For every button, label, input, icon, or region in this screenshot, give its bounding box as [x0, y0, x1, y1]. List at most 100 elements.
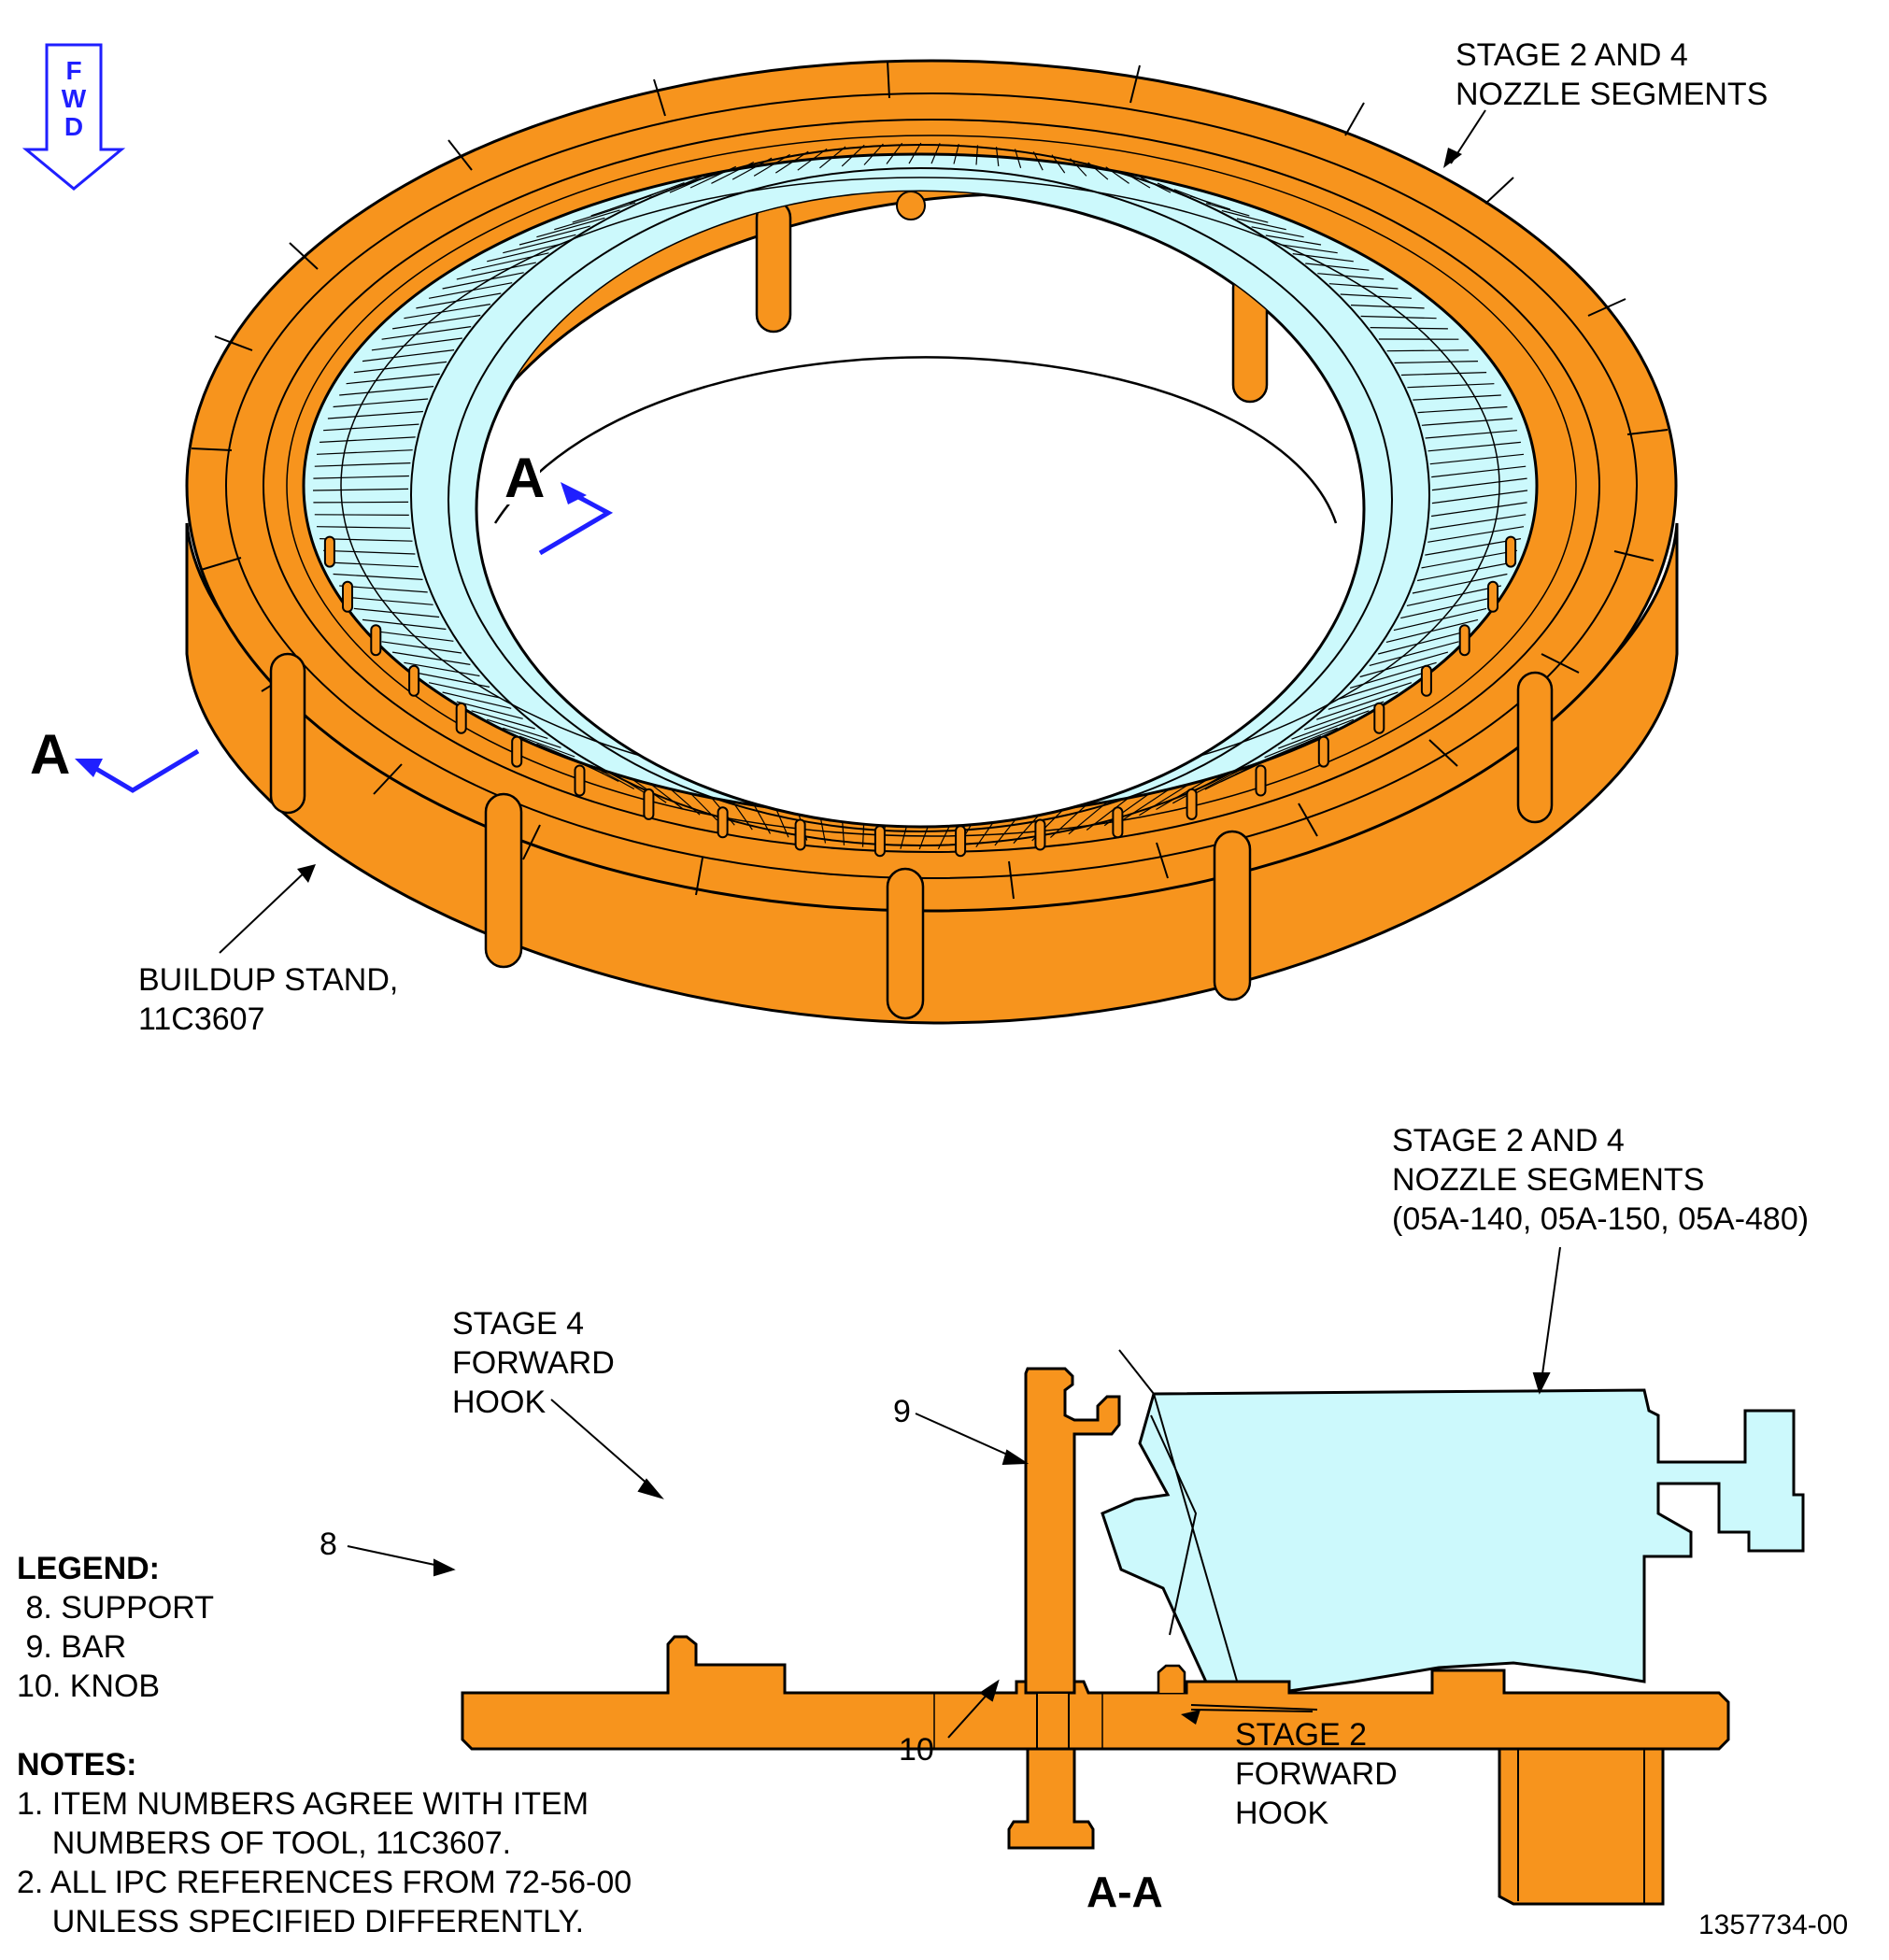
nozzle-vane-line [1413, 394, 1501, 401]
nozzle-vane-line [1278, 718, 1355, 749]
callout-stage2-hook-line1: STAGE 2 [1235, 1717, 1368, 1753]
nozzle-vane-line [518, 225, 590, 246]
callout-nozzle-section-line3: (05A-140, 05A-150, 05A-480) [1392, 1201, 1810, 1237]
leader-buildup-stand [219, 868, 309, 954]
nozzle-vane-line [1417, 405, 1508, 414]
nozzle-vane-line [1431, 502, 1527, 518]
stand-pin [1186, 788, 1198, 820]
nozzle-vane-line [471, 252, 549, 271]
nozzle-vane-line [819, 146, 846, 169]
nozzle-vane-line [572, 202, 636, 223]
stand-pin [511, 735, 523, 768]
nozzle-vane-line [327, 410, 423, 419]
stand-pin [955, 825, 967, 858]
callout-nozzle-section-line1: STAGE 2 AND 4 [1392, 1123, 1625, 1158]
nozzle-vane-line [1014, 149, 1022, 168]
nozzle-vane-line [1370, 327, 1448, 330]
nozzle-vane-line [1304, 701, 1385, 731]
section-a-label-left: A [30, 723, 71, 786]
nozzle-vane-line [404, 661, 480, 677]
nozzle-vane-line [648, 782, 684, 810]
nozzle-vane-line [327, 561, 419, 568]
nozzle-vane-line [416, 292, 502, 309]
nozzle-vane-line [1425, 430, 1517, 439]
callout-item-9: 9 [893, 1394, 911, 1429]
nozzle-vane-line [554, 209, 620, 231]
legend-item-9: 9. BAR [17, 1629, 127, 1665]
legend-title: LEGEND: [17, 1551, 160, 1586]
section-a-arrow-left [90, 748, 200, 793]
figure-id: 1357734-00 [1698, 1910, 1849, 1940]
nozzle-vane-line [1349, 661, 1437, 689]
nozzle-vane-line [1425, 538, 1522, 556]
nozzle-vane-line [1305, 263, 1370, 271]
nozzle-vane-line [353, 361, 447, 374]
nozzle-vane-line [456, 262, 536, 280]
section-a-label-right: A [504, 447, 546, 509]
nozzle-vane-line [1416, 561, 1513, 582]
nozzle-vane-line [536, 743, 589, 766]
callout-nozzle-top-line2: NOZZLE SEGMENTS [1456, 77, 1768, 112]
callout-buildup-stand-line1: BUILDUP STAND, [138, 962, 399, 998]
legend-item-8: 8. SUPPORT [17, 1590, 214, 1626]
nozzle-vane-line [381, 326, 472, 340]
nozzle-vane-line [1386, 349, 1470, 352]
nozzle-vane-line [908, 142, 922, 164]
stand-pin [1317, 735, 1329, 768]
stand-pin [1487, 580, 1498, 613]
nozzle-vane-line [930, 143, 941, 164]
nozzle-vane-line [428, 282, 513, 299]
nozzle-vane-line [518, 735, 575, 758]
nozzle-vane-line [371, 630, 454, 642]
nozzle-vane-line [1431, 490, 1528, 504]
nozzle-vane-line [487, 718, 548, 739]
nozzle-vane-line [1393, 607, 1487, 632]
nozzle-vane-line [442, 691, 512, 709]
nozzle-vane-line [669, 788, 701, 816]
callout-item-10: 10 [899, 1732, 934, 1768]
stand-pin [370, 624, 382, 657]
nozzle-vane-line [1412, 573, 1508, 594]
fwd-letter-f: F [65, 56, 82, 85]
nozzle-vane-line [841, 144, 865, 167]
nozzle-vane-line [316, 449, 413, 455]
nozzle-vane-line [503, 727, 561, 748]
nozzle-vane-line [456, 701, 523, 719]
nozzle-vane-line [1421, 549, 1518, 569]
stand-pin [1255, 764, 1267, 797]
stand-pin [455, 702, 467, 734]
note-2-line1: 2. ALL IPC REFERENCES FROM 72-56-00 [17, 1865, 632, 1900]
nozzle-vane-line [487, 243, 562, 263]
nozzle-vane-line [1339, 672, 1425, 700]
nozzle-vane-line [1427, 441, 1521, 452]
stand-pin [794, 818, 806, 851]
nozzle-vane-line [313, 501, 409, 504]
stand-pin [574, 764, 586, 797]
nozzle-vane-line [1385, 618, 1479, 643]
nozzle-vane-line [314, 514, 409, 517]
nozzle-vane-line [471, 710, 535, 730]
nozzle-vane-line [442, 272, 524, 290]
nozzle-vanes [312, 142, 1528, 850]
nozzle-vane-line [320, 538, 413, 542]
nozzle-vane-line [1431, 465, 1527, 478]
stand-pin [1505, 535, 1517, 568]
stand-pin [873, 825, 886, 858]
nozzle-vane-line [1360, 315, 1437, 320]
nozzle-vane-line [312, 488, 409, 491]
stand-pin [1034, 818, 1046, 851]
nozzle-vane-line [323, 423, 419, 432]
fwd-arrow-icon [21, 43, 126, 191]
nozzle-vane-line [404, 304, 490, 320]
stand-pin [342, 580, 353, 613]
section-leaders [347, 1246, 1561, 1739]
nozzle-segment-section [1101, 1388, 1805, 1702]
nozzle-vane-line [1421, 418, 1513, 426]
nozzle-vane-line [1429, 453, 1525, 465]
nozzle-vane-line [863, 143, 884, 165]
nozzle-vane-line [1264, 727, 1338, 759]
nozzle-vane-line [953, 143, 959, 164]
stand-pins [323, 535, 1517, 858]
nozzle-vane-line [1359, 651, 1449, 678]
